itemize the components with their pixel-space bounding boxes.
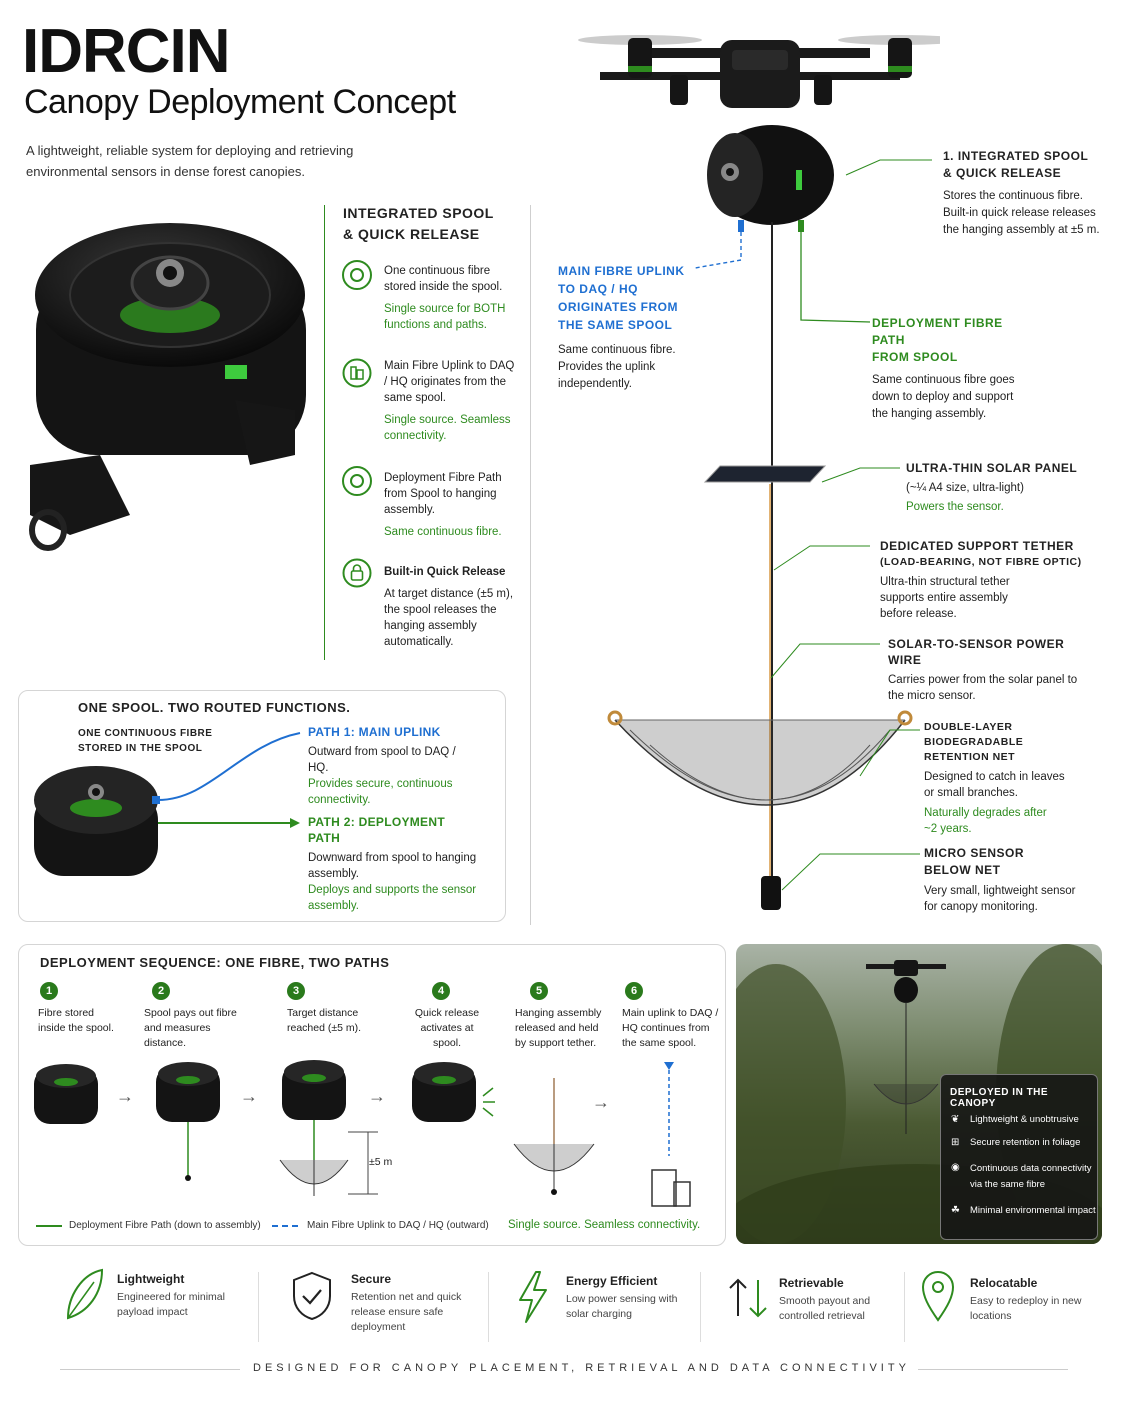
- feature-divider: [700, 1272, 701, 1342]
- page-subtitle: Canopy Deployment Concept: [24, 83, 456, 121]
- canopy-item: Secure retention in foliage: [970, 1137, 1081, 1148]
- spool-panel-heading: INTEGRATED SPOOL & QUICK RELEASE: [343, 205, 494, 242]
- divider: [530, 205, 531, 925]
- sequence-illustrations: [34, 1060, 691, 1207]
- step-number: 3: [287, 982, 305, 1000]
- drone-diagram: [578, 35, 940, 910]
- spool-item-1: One continuous fibre stored inside the s…: [384, 265, 506, 331]
- step-text: Hanging assembly released and held by su…: [515, 1007, 602, 1049]
- location-pin-icon: [920, 1270, 956, 1322]
- feature-secure: Secure Retention net and quick release e…: [351, 1272, 462, 1333]
- callout-solar: ULTRA-THIN SOLAR PANEL (~¼ A4 size, ultr…: [906, 461, 1078, 513]
- feather-icon: ❦: [951, 1114, 960, 1125]
- canopy-item: Continuous data connectivity via the sam…: [970, 1163, 1092, 1190]
- arrow-icon: →: [240, 1086, 258, 1106]
- callout-tether: DEDICATED SUPPORT TETHER (LOAD-BEARING, …: [880, 539, 1082, 620]
- canopy-info-box: DEPLOYED IN THE CANOPY ❦ Lightweight & u…: [940, 1074, 1098, 1240]
- shield-check-icon: [290, 1270, 334, 1322]
- step-text: Spool pays out fibre and measures distan…: [144, 1007, 237, 1049]
- legend-note: Single source. Seamless connectivity.: [508, 1219, 701, 1231]
- up-down-arrows-icon: [726, 1276, 770, 1320]
- lightning-icon: [514, 1270, 552, 1324]
- canopy-item: Minimal environmental impact: [970, 1205, 1096, 1216]
- callout-power: SOLAR-TO-SENSOR POWER WIRE Carries power…: [888, 637, 1078, 702]
- step-number: 4: [432, 982, 450, 1000]
- callout-net: DOUBLE-LAYER BIODEGRADABLE RETENTION NET…: [924, 721, 1065, 835]
- spool-illustration: [10, 215, 310, 555]
- legend-deploy-line: [36, 1225, 62, 1227]
- step-text: Main uplink to DAQ / HQ continues from t…: [622, 1007, 719, 1049]
- step-number: 5: [530, 982, 548, 1000]
- signal-icon: ◉: [951, 1162, 960, 1173]
- callout-deploy: DEPLOYMENT FIBRE PATH FROM SPOOL Same co…: [872, 316, 1015, 420]
- step-number: 2: [152, 982, 170, 1000]
- footer-rule-left: [60, 1369, 240, 1370]
- path2-block: PATH 2: DEPLOYMENT PATH Downward from sp…: [308, 815, 477, 912]
- lock-icon: [342, 558, 372, 588]
- arrow-icon: →: [368, 1086, 386, 1106]
- divider: [324, 205, 325, 660]
- intro-text: A lightweight, reliable system for deplo…: [26, 143, 354, 179]
- feature-energy: Energy Efficient Low power sensing with …: [566, 1274, 678, 1320]
- canopy-photo: DEPLOYED IN THE CANOPY ❦ Lightweight & u…: [736, 944, 1102, 1244]
- sequence-panel: [18, 944, 726, 1246]
- callout-uplink: MAIN FIBRE UPLINK TO DAQ / HQ ORIGINATES…: [558, 264, 685, 390]
- leaf-icon: ☘: [951, 1205, 960, 1216]
- legend-uplink-line: [272, 1225, 298, 1227]
- net-icon: ⊞: [951, 1137, 960, 1148]
- distance-label: ±5 m: [369, 1156, 393, 1168]
- building-icon: [342, 358, 372, 388]
- step-number: 6: [625, 982, 643, 1000]
- feature-relocatable: Relocatable Easy to redeploy in new loca…: [970, 1276, 1082, 1322]
- step-text: Fibre stored inside the spool.: [38, 1007, 114, 1034]
- step-number: 1: [40, 982, 58, 1000]
- arrow-icon: →: [592, 1092, 610, 1112]
- arrow-icon: →: [116, 1086, 134, 1106]
- spool-item-2: Main Fibre Uplink to DAQ / HQ originates…: [384, 360, 515, 442]
- feature-divider: [258, 1272, 259, 1342]
- feature-lightweight: Lightweight Engineered for minimal paylo…: [117, 1272, 225, 1318]
- callout-sensor: MICRO SENSOR BELOW NET Very small, light…: [924, 846, 1076, 913]
- spool-item-3: Deployment Fibre Path from Spool to hang…: [384, 472, 502, 538]
- small-spool-illustration: [28, 760, 168, 890]
- callout-spool: 1. INTEGRATED SPOOL & QUICK RELEASE Stor…: [943, 149, 1100, 236]
- spool-item-4: Built-in Quick Release At target distanc…: [384, 566, 514, 648]
- leaf-icon: [62, 1266, 106, 1322]
- path1-block: PATH 1: MAIN UPLINK Outward from spool t…: [308, 725, 456, 806]
- page-title: IDRCIN: [22, 17, 231, 86]
- target-icon: [342, 260, 372, 290]
- step-text: Target distance reached (±5 m).: [287, 1007, 362, 1034]
- feature-divider: [904, 1272, 905, 1342]
- step-text: Quick release activates at spool.: [414, 1007, 480, 1049]
- canopy-item: Lightweight & unobtrusive: [970, 1114, 1079, 1125]
- footer-rule-right: [918, 1369, 1068, 1370]
- routing-heading: ONE SPOOL. TWO ROUTED FUNCTIONS.: [78, 700, 351, 715]
- legend-deploy: Deployment Fibre Path (down to assembly): [69, 1220, 261, 1231]
- fibre-label: ONE CONTINUOUS FIBRE STORED IN THE SPOOL: [78, 728, 213, 754]
- feature-retrievable: Retrievable Smooth payout and controlled…: [779, 1276, 871, 1322]
- sequence-heading: DEPLOYMENT SEQUENCE: ONE FIBRE, TWO PATH…: [40, 955, 390, 970]
- routing-paths: [152, 732, 301, 828]
- canopy-box-title: DEPLOYED IN THE CANOPY: [950, 1087, 1049, 1109]
- feature-divider: [488, 1272, 489, 1342]
- footer-tagline: DESIGNED FOR CANOPY PLACEMENT, RETRIEVAL…: [253, 1362, 910, 1374]
- target-icon: [342, 466, 372, 496]
- legend-uplink: Main Fibre Uplink to DAQ / HQ (outward): [307, 1220, 489, 1231]
